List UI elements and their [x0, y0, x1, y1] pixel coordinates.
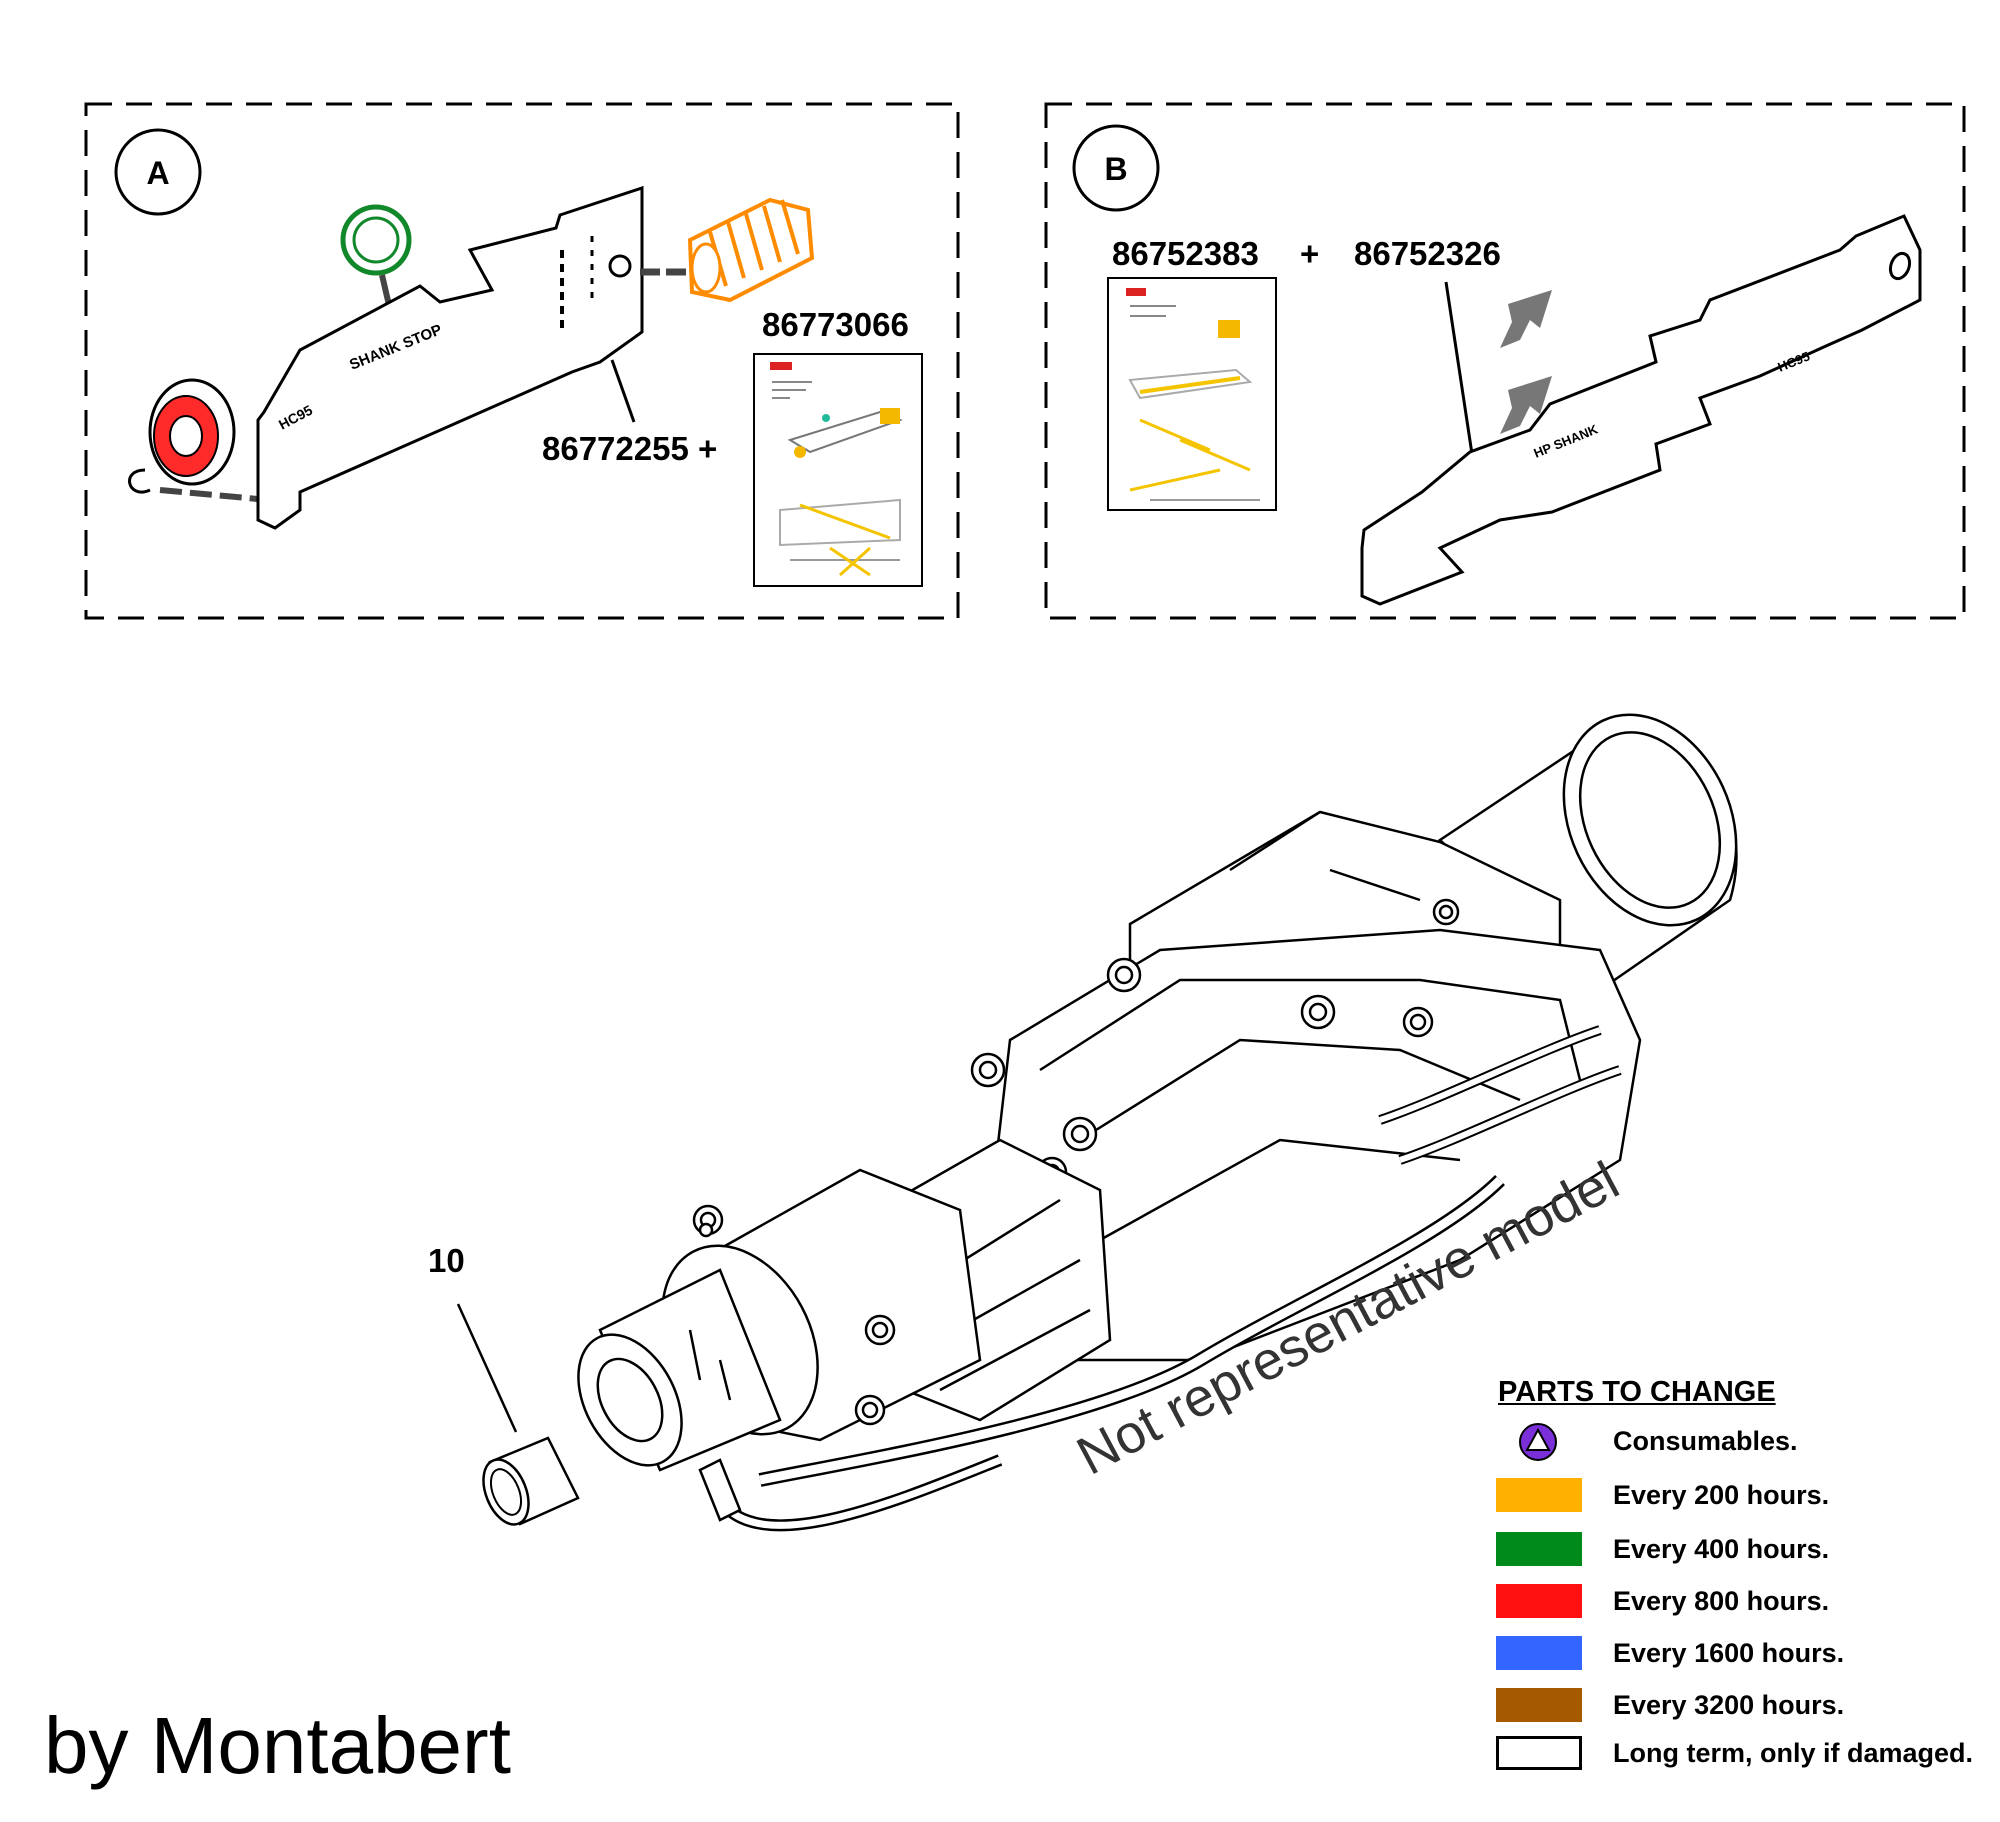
orange-spring: [640, 197, 815, 303]
legend-row-3200: Every 3200 hours.: [1488, 1686, 2000, 1730]
panel-b-badge: [1072, 124, 1160, 212]
kit-a-leader: [610, 359, 636, 423]
legend-label-long-term: Long term, only if damaged.: [1613, 1738, 1974, 1768]
signature: by Montabert: [44, 1701, 511, 1790]
legend-label-400: Every 400 hours.: [1613, 1534, 1830, 1564]
legend-label-800: Every 800 hours.: [1613, 1586, 1830, 1616]
part-number-86752383: 86752383: [1112, 235, 1259, 272]
legend-label-200: Every 200 hours.: [1613, 1480, 1830, 1510]
rock-drill-drawing: [577, 713, 1738, 1532]
doc-thumbnail-b: [1107, 277, 1277, 511]
swatch-200-hours: [1496, 1478, 1582, 1512]
legend-row-1600: Every 1600 hours.: [1488, 1634, 2000, 1678]
swatch-800-hours: [1496, 1584, 1582, 1618]
legend-label-1600: Every 1600 hours.: [1613, 1638, 1845, 1668]
panel-b-badge-letter: B: [1104, 151, 1127, 187]
shank-stop-plate: SHANK STOP HC95: [256, 185, 644, 530]
plate-b-leader: [1444, 281, 1474, 455]
part-10-bushing: 10: [428, 1242, 580, 1526]
legend-row-400: Every 400 hours.: [1488, 1530, 2000, 1574]
green-seal-ring: [340, 204, 412, 319]
legend-row-200: Every 200 hours.: [1488, 1476, 2000, 1520]
shank-plate-b: HP SHANK HC95: [1360, 214, 1922, 606]
panel-a-border: [84, 102, 960, 620]
legend-label-3200: Every 3200 hours.: [1613, 1690, 1845, 1720]
triangle-circle-icon: [1519, 1423, 1557, 1461]
arrow-up-icon: [1500, 290, 1552, 434]
panel-b: B 86752383 + 86752326: [1044, 102, 1966, 620]
part-number-86773066: 86773066: [762, 306, 909, 343]
swatch-400-hours: [1496, 1532, 1582, 1566]
part-number-86752326: 86752326: [1354, 235, 1501, 272]
item-10-leader: [456, 1303, 518, 1433]
swatch-long-term: [1496, 1736, 1582, 1770]
legend-label-consumables: Consumables.: [1613, 1426, 1798, 1456]
panel-a-badge: [114, 128, 202, 216]
panel-b-border: [1044, 102, 1966, 620]
doc-thumbnail-a: [753, 353, 923, 587]
item-number-10: 10: [428, 1242, 465, 1279]
legend-row-consumables: Consumables.: [1488, 1422, 2000, 1466]
plus-sign-b: +: [1300, 235, 1319, 272]
panel-a: A SHANK STOP HC95: [84, 102, 960, 620]
swatch-3200-hours: [1496, 1688, 1582, 1722]
part-number-86772255: 86772255 +: [542, 430, 717, 467]
legend-row-800: Every 800 hours.: [1488, 1582, 2000, 1626]
legend-row-long-term: Long term, only if damaged.: [1488, 1734, 2000, 1778]
panel-a-badge-letter: A: [146, 155, 169, 191]
swatch-1600-hours: [1496, 1636, 1582, 1670]
red-bushing: [128, 378, 291, 505]
legend-title: PARTS TO CHANGE: [1498, 1376, 1776, 1408]
